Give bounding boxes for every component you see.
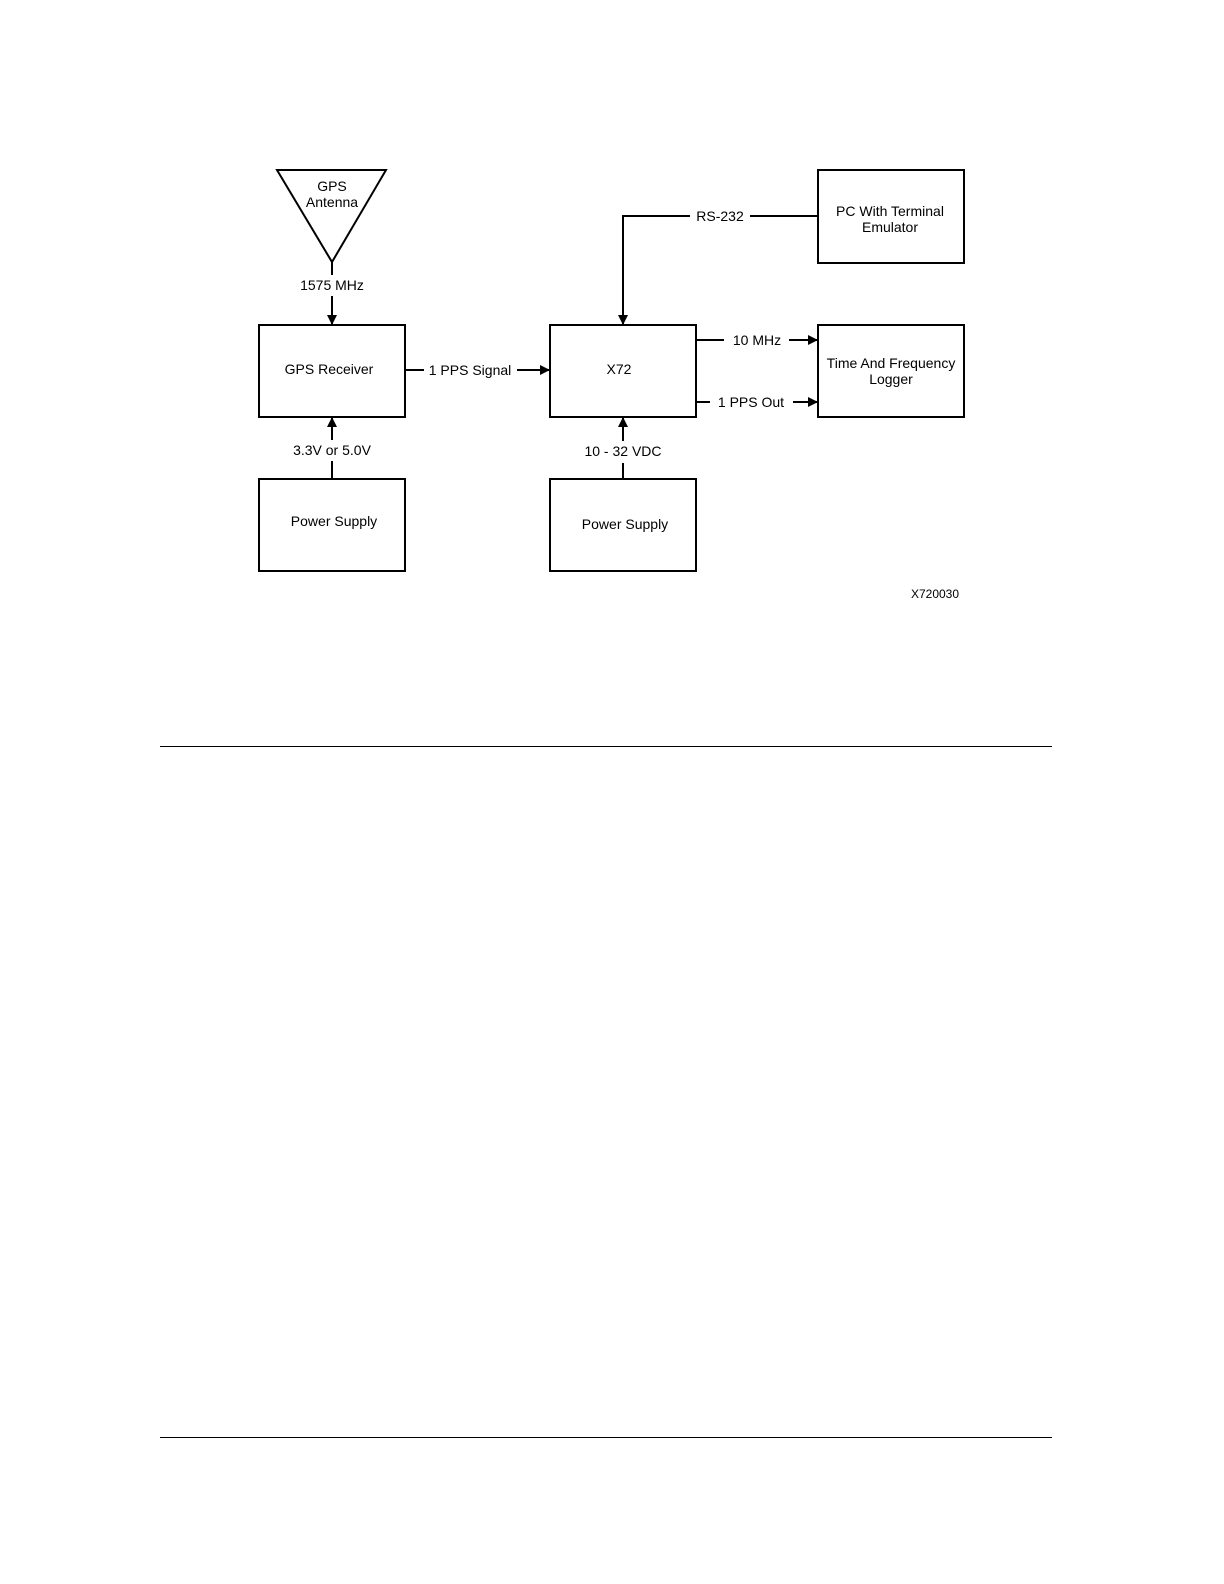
logger-label-line1: Time And Frequency xyxy=(827,355,956,371)
gps-receiver-node: GPS Receiver xyxy=(259,325,405,417)
pc-terminal-label-line2: Emulator xyxy=(862,219,918,235)
gps-antenna-label-line2: Antenna xyxy=(306,194,358,210)
edge-x72-to-logger-1pps: 1 PPS Out xyxy=(696,394,817,410)
gps-antenna-node: GPS Antenna xyxy=(277,170,386,262)
edge-receiver-to-x72: 1 PPS Signal xyxy=(405,362,549,378)
power-supply-right-label: Power Supply xyxy=(582,516,668,532)
pc-terminal-label-line1: PC With Terminal xyxy=(836,203,944,219)
gps-antenna-label-line1: GPS xyxy=(317,178,347,194)
edge-antenna-to-receiver: 1575 MHz xyxy=(300,262,364,324)
edge-label-3v3-or-5v: 3.3V or 5.0V xyxy=(293,442,371,458)
gps-receiver-label: GPS Receiver xyxy=(285,361,374,377)
logger-label-line2: Logger xyxy=(869,371,913,387)
x72-label: X72 xyxy=(607,361,632,377)
edge-x72-to-logger-10mhz: 10 MHz xyxy=(696,332,817,348)
edge-label-rs232: RS-232 xyxy=(696,208,744,224)
bottom-divider-rule xyxy=(160,1437,1052,1438)
power-supply-right-node: Power Supply xyxy=(550,479,696,571)
figure-id: X720030 xyxy=(911,587,959,601)
block-diagram: GPS Antenna 1575 MHz GPS Receiver 1 PPS … xyxy=(0,0,1224,660)
edge-label-10-32vdc: 10 - 32 VDC xyxy=(584,443,661,459)
edge-label-10mhz: 10 MHz xyxy=(733,332,781,348)
power-supply-left-node: Power Supply xyxy=(259,479,405,571)
logger-node: Time And Frequency Logger xyxy=(818,325,964,417)
edge-psu-left-to-receiver: 3.3V or 5.0V xyxy=(293,418,371,479)
edge-label-1pps-out: 1 PPS Out xyxy=(718,394,784,410)
edge-label-1575mhz: 1575 MHz xyxy=(300,277,364,293)
power-supply-left-label: Power Supply xyxy=(291,513,377,529)
edge-label-1pps-signal: 1 PPS Signal xyxy=(429,362,512,378)
pc-terminal-node: PC With Terminal Emulator xyxy=(818,170,964,263)
x72-node: X72 xyxy=(550,325,696,417)
edge-pc-to-x72: RS-232 xyxy=(623,208,818,324)
edge-psu-right-to-x72: 10 - 32 VDC xyxy=(584,418,661,479)
top-divider-rule xyxy=(160,746,1052,747)
